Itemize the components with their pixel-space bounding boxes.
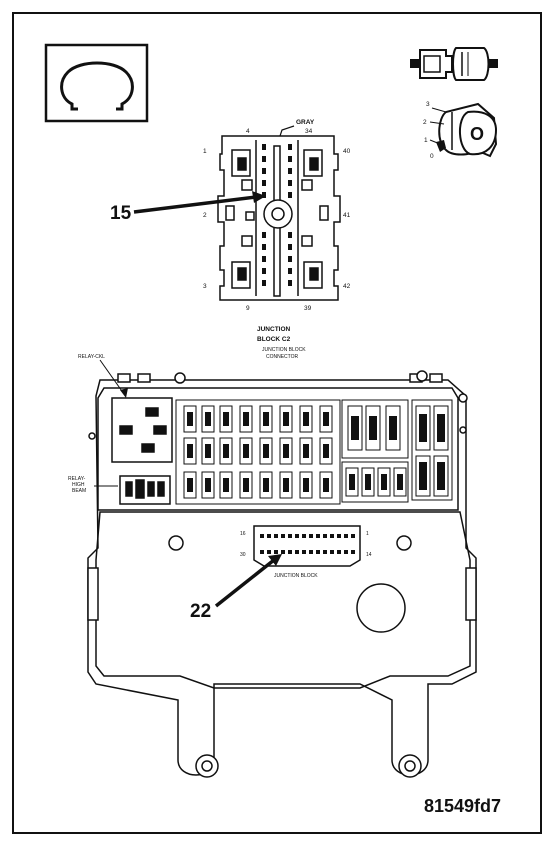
terminal-connector-icon — [410, 47, 498, 81]
jb-pin-16: 16 — [240, 531, 246, 537]
junction-block-connector-pins — [260, 534, 355, 554]
junction-block-connector — [253, 525, 361, 567]
pin-3: 3 — [203, 283, 207, 290]
gray-wire-leader — [279, 125, 295, 137]
pin-40: 40 — [343, 148, 351, 155]
jb-pin-1: 1 — [366, 531, 369, 537]
relay-label: RELAY-CKL — [78, 354, 105, 360]
callout-22-arrowhead — [268, 554, 282, 566]
relay-leader — [99, 359, 125, 395]
connector-c2-body — [217, 135, 341, 301]
mini-fuse-markings — [187, 412, 329, 492]
jb-connector-caption: JUNCTION BLOCK — [274, 573, 318, 579]
relay-label-2: RELAY- — [68, 476, 86, 482]
cavity-scale-3: 3 — [426, 101, 430, 108]
figure-id: 81549fd7 — [424, 796, 501, 816]
pin-42: 42 — [343, 283, 351, 290]
pin-2: 2 — [203, 212, 207, 219]
wire-color-label: GRAY — [296, 119, 315, 126]
connector-caption: JUNCTION BLOCK — [262, 347, 306, 353]
relay-label-3: HIGH — [72, 482, 85, 488]
callout-15: 15 — [110, 203, 132, 224]
callout-15-leader — [133, 195, 257, 214]
ohm-icon — [44, 43, 149, 123]
high-beam-relay — [119, 475, 171, 505]
pin-1: 1 — [203, 148, 207, 155]
right-fuse-markings — [349, 414, 445, 490]
pin-9: 9 — [246, 305, 250, 312]
pin-34: 34 — [305, 128, 313, 135]
connector-title-line1: JUNCTION — [257, 326, 291, 333]
pin-39: 39 — [304, 305, 312, 312]
cavity-scale-1: 1 — [424, 137, 428, 144]
callout-22-leader — [214, 558, 276, 608]
key-letter: O — [470, 124, 484, 144]
cavity-scale-0: 0 — [430, 153, 434, 160]
pin-4: 4 — [246, 128, 250, 135]
connector-c2-cavities — [262, 144, 292, 286]
relay-label-4: BEAM — [72, 488, 86, 494]
callout-22: 22 — [190, 601, 211, 622]
terminal-key-icon — [429, 102, 498, 158]
callout-15-arrowhead — [252, 191, 266, 203]
connector-title-line2: BLOCK C2 — [257, 336, 291, 343]
pin-41: 41 — [343, 212, 351, 219]
connector-caption-2: CONNECTOR — [266, 354, 299, 360]
mini-fuse-bank — [175, 399, 341, 505]
jb-pin-30: 30 — [240, 552, 246, 558]
figure-frame — [12, 12, 542, 834]
jb-pin-14: 14 — [366, 552, 372, 558]
cavity-scale-2: 2 — [423, 119, 427, 126]
relay-cavity — [111, 397, 173, 463]
